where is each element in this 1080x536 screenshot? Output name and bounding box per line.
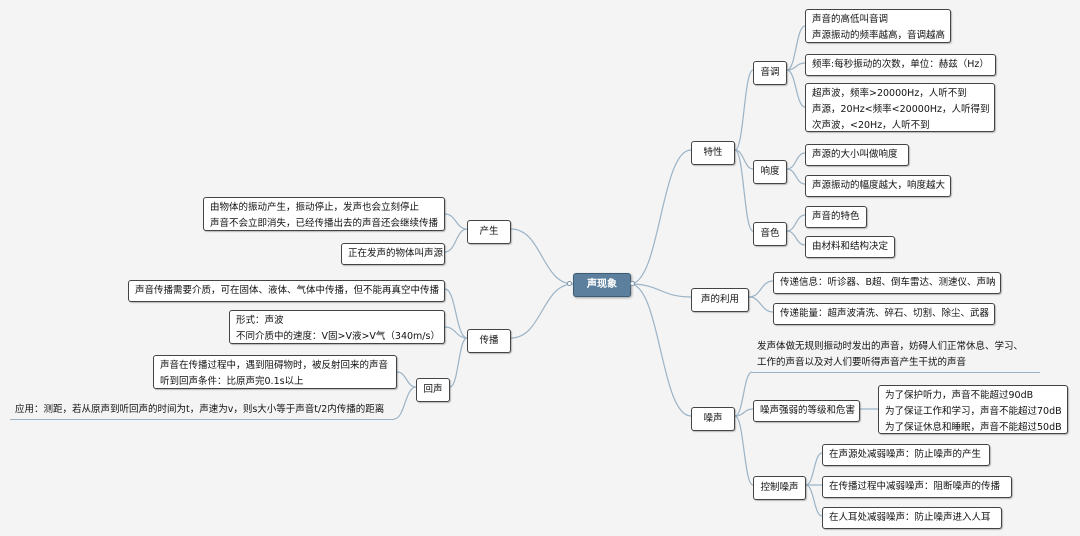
node-xiangdu[interactable]: 响度	[753, 160, 787, 184]
zaosheng-definition[interactable]: 发声体做无规则振动时发出的声音，妨碍人们正常休息、学习、 工作的声音以及对人们要…	[757, 341, 1024, 368]
zaosheng-definition-underline	[752, 372, 1040, 373]
node-chuanbo[interactable]: 传播	[467, 329, 511, 353]
collapse-toggle-right[interactable]	[630, 281, 635, 286]
link-huisheng-2	[393, 386, 417, 420]
xiangdu-item-1[interactable]: 声源的大小叫做响度	[805, 144, 909, 166]
link-zaosheng-def	[734, 371, 753, 417]
link-xiangdu-1	[786, 152, 806, 170]
link-yindiao-1	[786, 25, 806, 71]
root-node[interactable]: 声现象	[573, 273, 631, 297]
kongzhi-item-2[interactable]: 在传播过程中减弱噪声：阻断噪声的传播	[822, 476, 1012, 498]
huisheng-item-2[interactable]: 应用：测距，若从原声到听回声的时间为t，声速为v，则s大小等于声音t/2内传播的…	[15, 404, 385, 415]
link-yindiao-2	[786, 62, 806, 71]
link-yindiao-3	[786, 69, 806, 108]
collapse-toggle-left[interactable]	[567, 281, 572, 286]
kongzhi-item-1[interactable]: 在声源处减弱噪声：防止噪声的产生	[822, 444, 990, 466]
link-yinse-2	[786, 230, 806, 246]
link-root-liyong	[629, 283, 692, 298]
huisheng-item-2-underline	[10, 419, 394, 420]
link-root-chuanbo	[510, 283, 574, 339]
liyong-item-1[interactable]: 传递信息：听诊器、B超、倒车雷达、测速仪、声呐	[773, 272, 1001, 294]
chansheng-item-2[interactable]: 正在发声的物体叫声源	[341, 243, 445, 265]
node-huisheng[interactable]: 回声	[416, 378, 450, 402]
yindiao-item-2[interactable]: 频率:每秒振动的次数，单位：赫兹（Hz）	[805, 54, 996, 76]
node-texing[interactable]: 特性	[691, 141, 735, 165]
chuanbo-item-1[interactable]: 声音传播需要介质，可在固体、液体、气体中传播，但不能再真空中传播	[128, 280, 445, 302]
node-yindiao[interactable]: 音调	[753, 61, 787, 85]
yindiao-item-3[interactable]: 超声波，频率>20000Hz，人听不到 声源，20Hz<频率<20000Hz，人…	[805, 83, 995, 132]
link-texing-yindiao	[734, 69, 754, 151]
link-yinse-1	[786, 214, 806, 232]
node-yinse[interactable]: 音色	[753, 222, 787, 246]
link-zaosheng-dengji	[734, 408, 754, 417]
link-root-texing	[629, 149, 692, 285]
link-kongzhi-1	[805, 452, 823, 486]
xiangdu-item-2[interactable]: 声源振动的幅度越大，响度越大	[805, 175, 951, 197]
link-liyong-2	[748, 296, 774, 313]
liyong-item-2[interactable]: 传递能量：超声波清洗、碎石、切割、除尘、武器	[773, 303, 995, 325]
yinse-item-2[interactable]: 由材料和结构决定	[805, 236, 895, 258]
link-root-zaosheng	[629, 283, 692, 417]
link-huisheng-1	[396, 371, 417, 388]
yindiao-item-1[interactable]: 声音的高低叫音调 声源振动的频率越高，音调越高	[805, 9, 951, 43]
node-chansheng[interactable]: 产生	[467, 220, 511, 244]
huisheng-item-1[interactable]: 声音在传播过程中，遇到阻碍物时，被反射回来的声音 听到回声条件：比原声完0.1s…	[153, 355, 397, 389]
link-texing-xiangdu	[734, 149, 754, 170]
link-chansheng-1	[444, 213, 468, 230]
node-dengji[interactable]: 噪声强弱的等级和危害	[753, 400, 860, 422]
link-kongzhi-3	[805, 484, 823, 517]
chuanbo-item-2[interactable]: 形式：声波 不同介质中的速度：V固>V液>V气（340m/s）	[229, 310, 445, 344]
node-liyong[interactable]: 声的利用	[691, 288, 749, 312]
dengji-items[interactable]: 为了保护听力，声音不能超过90dB 为了保证工作和学习，声音不能超过70dB 为…	[878, 385, 1068, 434]
link-chuanbo-1	[444, 288, 468, 339]
link-root-chansheng	[510, 228, 574, 285]
kongzhi-item-3[interactable]: 在人耳处减弱噪声：防止噪声进入人耳	[822, 507, 1002, 529]
link-zaosheng-kongzhi	[734, 415, 754, 486]
node-zaosheng[interactable]: 噪声	[691, 407, 735, 431]
link-chansheng-2	[444, 228, 468, 253]
link-liyong-1	[748, 280, 774, 298]
chansheng-item-1[interactable]: 由物体的振动产生，振动停止，发声也会立刻停止 声音不会立即消失，已经传播出去的声…	[203, 197, 445, 231]
link-chuanbo-2	[444, 326, 468, 339]
link-xiangdu-2	[786, 168, 806, 185]
link-texing-yinse	[734, 149, 754, 232]
node-kongzhi[interactable]: 控制噪声	[753, 476, 806, 500]
yinse-item-1[interactable]: 声音的特色	[805, 206, 867, 228]
link-chuanbo-huisheng	[449, 337, 468, 388]
